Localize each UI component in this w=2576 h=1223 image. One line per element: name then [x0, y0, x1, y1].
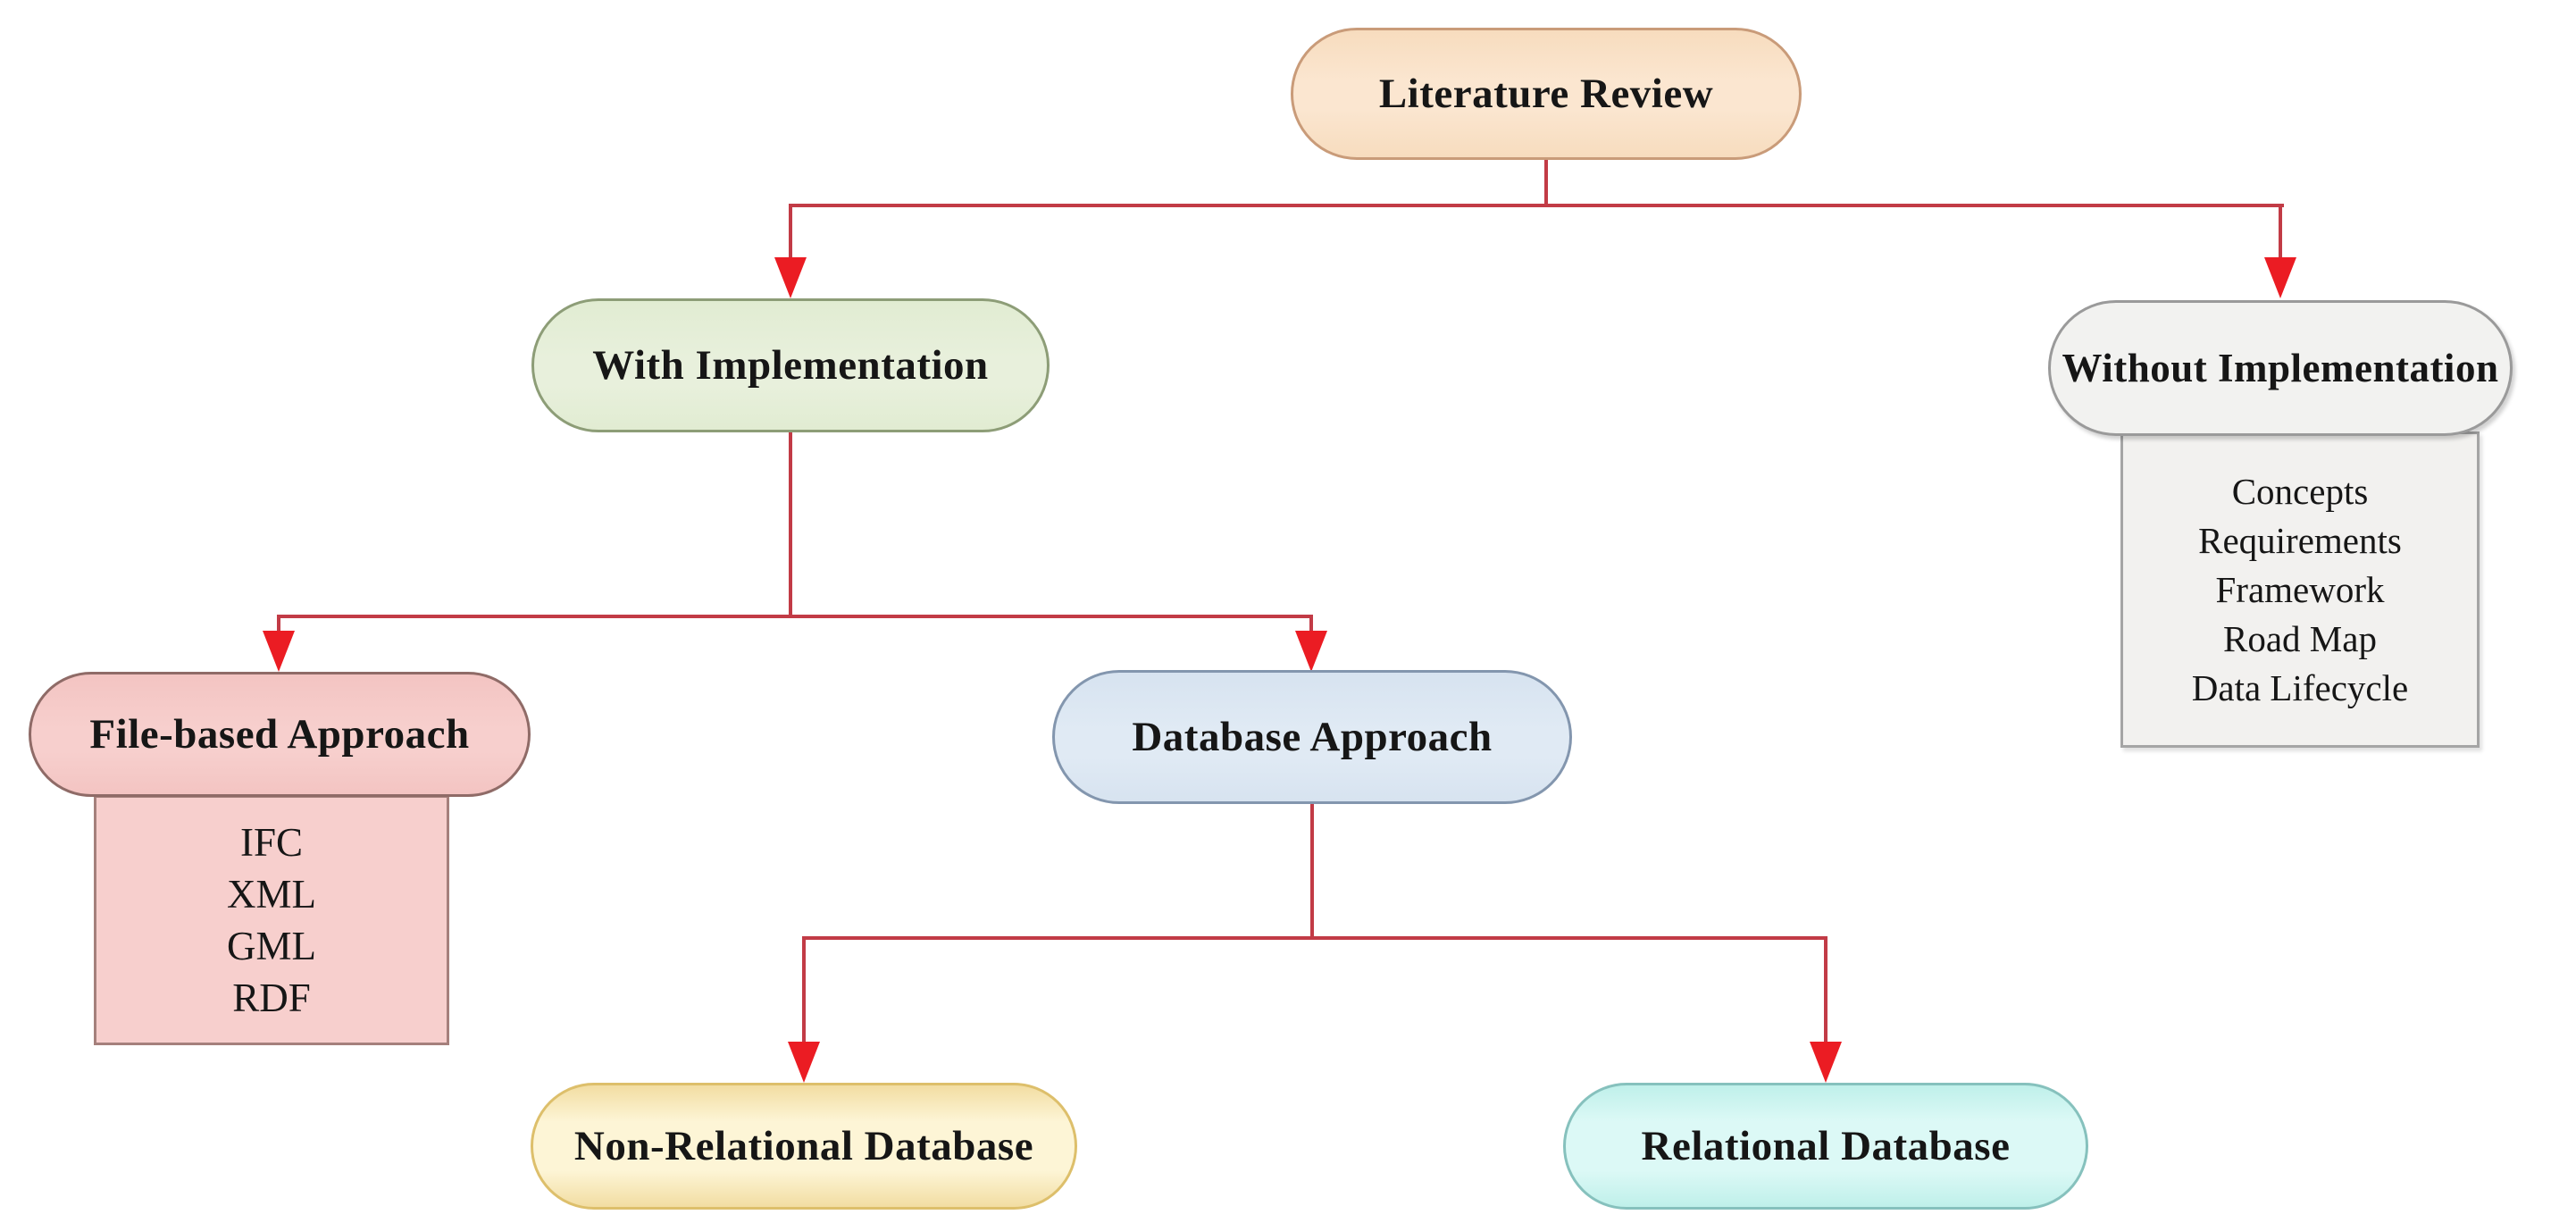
connector-level3-horizontal [802, 936, 1827, 940]
connector-database-vertical [1310, 804, 1314, 938]
without-implementation-topics-list: Concepts Requirements Framework Road Map… [2120, 431, 2480, 748]
arrow-down-icon [263, 631, 295, 672]
node-label: Database Approach [1132, 713, 1493, 760]
node-label: Literature Review [1378, 70, 1714, 117]
node-label: Non-Relational Database [573, 1122, 1034, 1169]
arrow-down-icon [774, 257, 807, 298]
list-item: Concepts [2231, 470, 2369, 512]
node-literature-review: Literature Review [1291, 28, 1802, 160]
node-label: Without Implementation [2062, 345, 2499, 390]
arrow-down-icon [1810, 1042, 1842, 1083]
file-based-formats-list: IFC XML GML RDF [94, 795, 449, 1045]
list-item: RDF [232, 976, 311, 1020]
connector-to-with-implementation [789, 204, 792, 261]
node-non-relational-database: Non-Relational Database [531, 1083, 1077, 1210]
node-label: With Implementation [592, 341, 989, 389]
arrow-down-icon [2264, 257, 2296, 298]
arrow-down-icon [1295, 631, 1327, 672]
list-item: Road Map [2223, 617, 2377, 659]
list-item: GML [227, 924, 316, 968]
connector-to-file-based [277, 615, 280, 634]
connector-to-without-implementation [2279, 204, 2282, 261]
connector-level1-horizontal [789, 204, 2284, 207]
list-item: XML [227, 872, 316, 917]
connector-to-relational [1824, 936, 1827, 1045]
node-file-based-approach: File-based Approach [29, 672, 531, 797]
connector-with-impl-vertical [789, 432, 792, 616]
arrow-down-icon [788, 1042, 820, 1083]
node-label: Relational Database [1641, 1122, 2011, 1169]
list-item: Framework [2215, 568, 2385, 610]
connector-to-non-relational [802, 936, 806, 1045]
node-without-implementation: Without Implementation [2048, 300, 2513, 436]
list-item: IFC [239, 820, 304, 865]
list-item: Data Lifecycle [2191, 666, 2409, 708]
node-label: File-based Approach [89, 710, 470, 758]
connector-level2-horizontal [277, 615, 1313, 618]
node-relational-database: Relational Database [1563, 1083, 2088, 1210]
connector-root-vertical [1544, 160, 1548, 205]
list-item: Requirements [2198, 519, 2402, 561]
node-with-implementation: With Implementation [531, 298, 1050, 432]
node-database-approach: Database Approach [1052, 670, 1572, 804]
connector-to-database [1309, 615, 1313, 634]
